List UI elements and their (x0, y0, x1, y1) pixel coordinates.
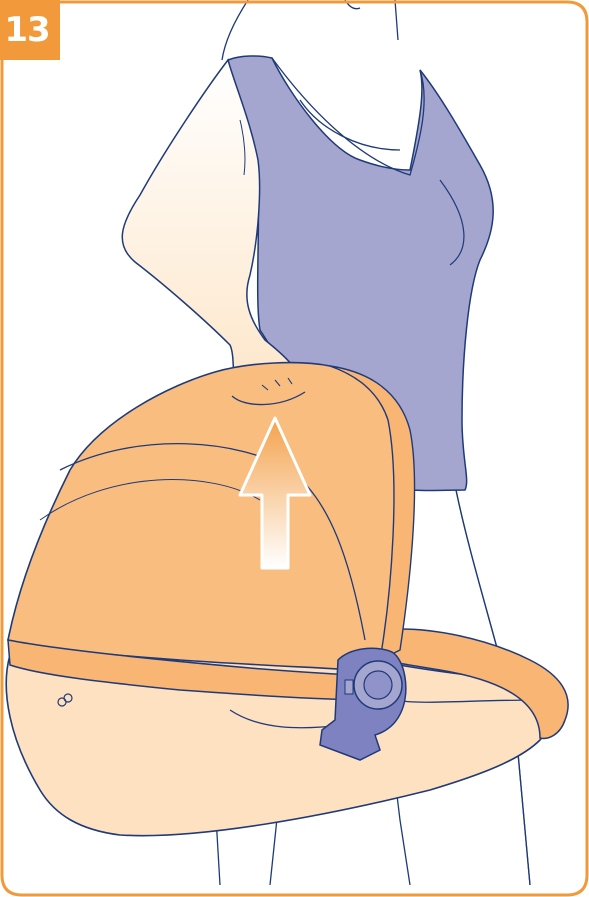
step-number: 13 (4, 10, 49, 50)
step-number-badge: 13 (0, 0, 60, 60)
carrycot-canopy (8, 363, 407, 672)
